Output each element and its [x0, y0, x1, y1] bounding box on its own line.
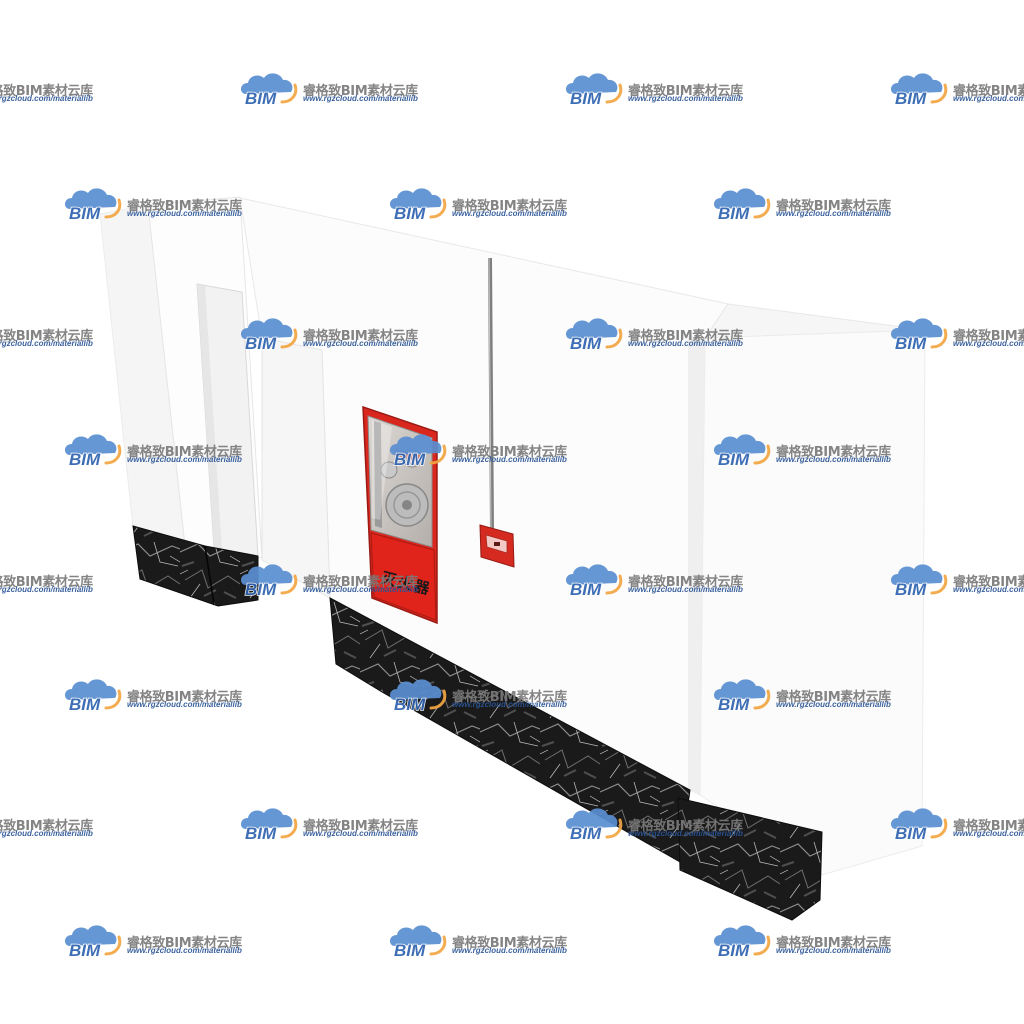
fire-hydrant-cabinet-icon: 灭火器	[362, 405, 438, 625]
hose-reel-ring	[393, 491, 421, 519]
cabinet-inner-bar	[374, 421, 382, 528]
alarm-button-indicator	[494, 542, 500, 546]
right-pier-side-face	[688, 336, 705, 795]
conduit-pipe	[488, 257, 494, 531]
center-marble-base	[329, 597, 691, 863]
valve-icon	[380, 461, 398, 479]
manual-alarm-button-icon	[479, 524, 515, 568]
right-marble-base	[677, 797, 823, 921]
cabinet-lower-panel	[370, 532, 437, 621]
right-pier-front-face	[699, 329, 926, 876]
left-base-corner-edge	[204, 545, 215, 606]
conduit-pipe-highlight	[488, 257, 492, 531]
glass-glare	[372, 420, 392, 520]
main-wall-recess-shade	[261, 337, 331, 599]
hose-reel-hub	[402, 500, 412, 510]
left-pier-groove-shadow	[197, 284, 222, 550]
